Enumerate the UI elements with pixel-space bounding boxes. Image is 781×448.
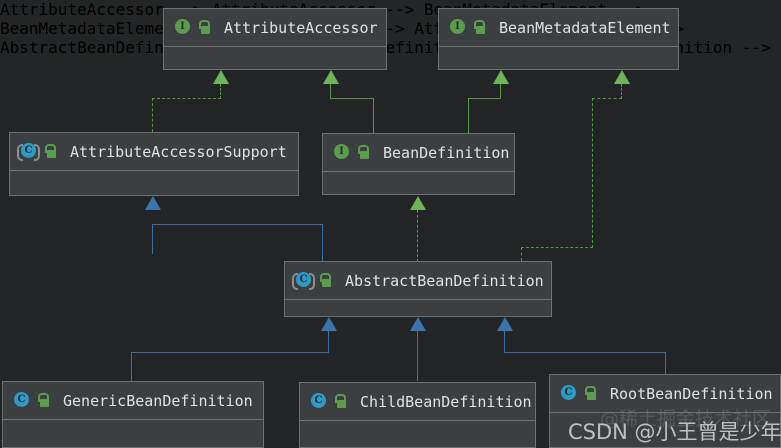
class-node-header: I BeanDefinition (323, 134, 514, 172)
class-icon: C (13, 392, 30, 409)
class-members-area (164, 47, 386, 69)
public-unlocked-icon (198, 20, 210, 35)
arrowhead-bean-definition-from-abstract-bean-definition (410, 196, 426, 210)
edge-bean-definition-to-bean-metadata-riser (468, 98, 469, 134)
class-name-label: ChildBeanDefinition (360, 392, 532, 411)
interface-icon: I (174, 19, 191, 36)
edge-generic-extends-abd-drop (131, 352, 132, 382)
edge-bean-definition-to-bean-metadata-horizontal (468, 98, 501, 99)
class-members-area (300, 421, 535, 447)
class-name-label: AttributeAccessor (224, 18, 378, 37)
class-node-header: C AbstractBeanDefinition (285, 262, 551, 300)
edge-bean-definition-to-attribute-accessor-horizontal (330, 98, 374, 99)
edge-aas-realize-aa-drop (220, 84, 221, 99)
edge-abd-realize-bean-definition (417, 210, 418, 262)
edge-bean-definition-to-attribute-accessor-riser (373, 98, 374, 134)
class-node-root-bean-definition[interactable]: C RootBeanDefinition (549, 374, 781, 448)
class-node-header: C RootBeanDefinition (550, 375, 780, 413)
csdn-watermark: CSDN @小王曾是少年 (568, 420, 781, 444)
class-icon: C (310, 393, 327, 410)
class-members-area (285, 300, 551, 316)
public-unlocked-icon (319, 273, 331, 288)
interface-icon: I (333, 144, 350, 161)
class-node-header: C GenericBeanDefinition (3, 382, 263, 420)
edge-abd-realize-bme-top-riser (621, 84, 622, 99)
class-node-bean-definition[interactable]: I BeanDefinition (322, 133, 515, 195)
edge-root-extends-abd-riser (504, 331, 505, 353)
arrowhead-abstract-bean-definition-from-child (410, 317, 426, 331)
class-members-area (323, 172, 514, 194)
interface-icon: I (449, 19, 466, 36)
edge-aas-realize-aa-horizontal (152, 98, 221, 99)
edge-bean-definition-to-bean-metadata-drop (500, 84, 501, 99)
edge-child-extends-abd (417, 331, 418, 381)
edge-abd-realize-bme-riser (592, 98, 593, 248)
public-unlocked-icon (473, 20, 485, 35)
class-name-label: AbstractBeanDefinition (345, 271, 544, 290)
arrowhead-attribute-accessor-from-bean-definition (323, 70, 339, 84)
class-members-area (10, 171, 298, 195)
public-unlocked-icon (584, 386, 596, 401)
ghost-watermark: @稀土掘金技术社区 (600, 408, 772, 430)
edge-root-extends-abd-drop (665, 352, 666, 382)
class-name-label: AttributeAccessorSupport (70, 142, 287, 161)
edge-bean-definition-to-attribute-accessor-drop (330, 84, 331, 99)
edge-root-extends-abd-horizontal (504, 352, 666, 353)
class-node-header: C AttributeAccessorSupport (10, 133, 298, 171)
arrowhead-attribute-accessor-from-support (213, 70, 229, 84)
class-node-abstract-bean-definition[interactable]: C AbstractBeanDefinition (284, 261, 552, 317)
class-node-header: I BeanMetadataElement (439, 9, 678, 47)
public-unlocked-icon (334, 394, 346, 409)
arrowhead-abstract-bean-definition-from-generic (321, 317, 337, 331)
class-node-child-bean-definition[interactable]: C ChildBeanDefinition (299, 382, 536, 448)
class-name-label: BeanDefinition (383, 143, 510, 162)
public-unlocked-icon (44, 144, 56, 159)
class-members-area (439, 47, 678, 69)
class-members-area (3, 420, 263, 447)
class-icon: C (560, 385, 577, 402)
public-unlocked-icon (357, 145, 369, 160)
arrowhead-attribute-accessor-support-from-abstract-bean-definition (145, 196, 161, 210)
edge-aas-realize-aa-riser (152, 98, 153, 132)
class-name-label: GenericBeanDefinition (63, 391, 253, 410)
class-node-bean-metadata-element[interactable]: I BeanMetadataElement (438, 8, 679, 70)
class-node-header: I AttributeAccessor (164, 9, 386, 47)
class-node-attribute-accessor[interactable]: I AttributeAccessor (163, 8, 387, 70)
public-unlocked-icon (37, 393, 49, 408)
class-name-label: BeanMetadataElement (499, 18, 671, 37)
class-name-label: RootBeanDefinition (610, 384, 773, 403)
edge-abd-extends-aas-drop (322, 224, 323, 262)
class-node-header: C ChildBeanDefinition (300, 383, 535, 421)
abstract-class-icon: C (17, 143, 40, 161)
class-node-attribute-accessor-support[interactable]: C AttributeAccessorSupport (9, 132, 299, 196)
edge-abd-realize-bme-top-jog (592, 98, 622, 99)
edge-abd-extends-aas-horizontal (152, 224, 323, 225)
edge-generic-extends-abd-horizontal (131, 352, 329, 353)
arrowhead-bean-metadata-from-bean-definition (493, 70, 509, 84)
arrowhead-bean-metadata-from-abstract-bean-definition (614, 70, 630, 84)
class-node-generic-bean-definition[interactable]: C GenericBeanDefinition (2, 381, 264, 448)
edge-generic-extends-abd-riser (328, 331, 329, 353)
edge-abd-extends-aas-riser (152, 224, 153, 254)
edge-abd-realize-bme-drop (521, 247, 522, 261)
abstract-class-icon: C (292, 272, 315, 290)
class-members-area (550, 413, 780, 447)
edge-abd-realize-bme-horizontal (521, 247, 593, 248)
arrowhead-abstract-bean-definition-from-root (497, 317, 513, 331)
